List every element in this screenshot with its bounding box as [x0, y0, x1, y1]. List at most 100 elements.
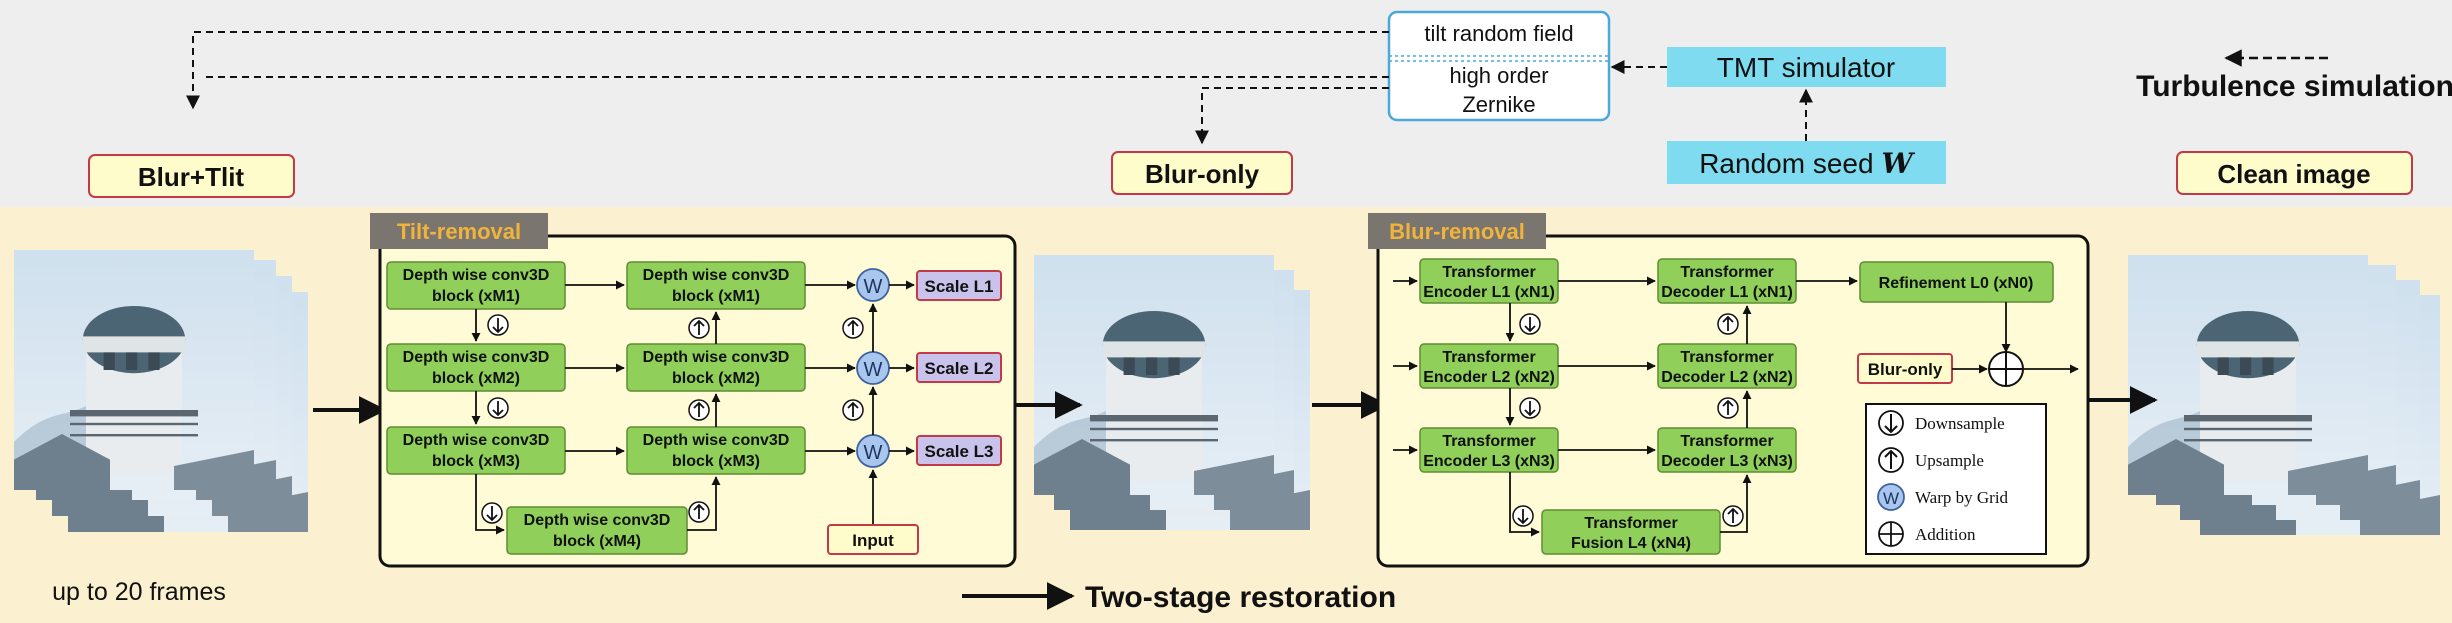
svg-text:W: W — [864, 359, 883, 381]
tmt-simulator-box — [1667, 47, 1946, 87]
upsample-icon — [1722, 505, 1744, 527]
warp-icon: W — [856, 434, 890, 468]
svg-text:Depth wise conv3D: Depth wise conv3D — [403, 267, 550, 284]
tilt-removal-title: Tilt-removal — [397, 219, 521, 244]
svg-text:block (xM2): block (xM2) — [672, 370, 760, 387]
svg-text:Blur-only: Blur-only — [1868, 360, 1943, 379]
addition-icon — [1988, 351, 2024, 387]
tilt-dec-block-1: Depth wise conv3D block (xM1) — [626, 261, 806, 310]
legend-warp: W Warp by Grid — [1877, 483, 2009, 511]
svg-text:Depth wise conv3D: Depth wise conv3D — [403, 349, 550, 366]
clean-image-tag — [2176, 151, 2413, 195]
svg-text:Transformer: Transformer — [1680, 433, 1773, 450]
svg-text:Scale L2: Scale L2 — [925, 359, 994, 378]
tilt-bottleneck-block: Depth wise conv3D block (xM4) — [506, 506, 688, 555]
svg-text:Depth wise conv3D: Depth wise conv3D — [643, 432, 790, 449]
upsample-icon — [1717, 313, 1739, 335]
random-seed-box — [1667, 141, 1946, 184]
svg-text:Refinement L0 (xN0): Refinement L0 (xN0) — [1879, 275, 2034, 292]
clean-image-text: Clean image — [2217, 159, 2370, 189]
svg-text:Encoder L3 (xN3): Encoder L3 (xN3) — [1423, 453, 1555, 470]
svg-text:W: W — [1883, 489, 1899, 508]
tilt-removal-title-bg — [370, 213, 548, 249]
blur-tilt-tag — [88, 154, 295, 198]
scale-l2-box: Scale L2 — [916, 352, 1002, 383]
svg-text:Depth wise conv3D: Depth wise conv3D — [524, 512, 671, 529]
tilt-field-to-blur-tilt-arrow — [186, 31, 1389, 110]
svg-text:W: W — [864, 442, 883, 464]
random-seed-label: Random seed W — [1699, 147, 1915, 180]
frames-label: up to 20 frames — [52, 578, 226, 606]
tilt-dec-block-3: Depth wise conv3D block (xM3) — [626, 426, 806, 475]
blur-only-text: Blur-only — [1145, 159, 1260, 189]
svg-text:Depth wise conv3D: Depth wise conv3D — [403, 432, 550, 449]
svg-text:block (xM1): block (xM1) — [432, 288, 520, 305]
svg-text:Warp by Grid: Warp by Grid — [1915, 488, 2009, 507]
svg-text:Transformer: Transformer — [1442, 264, 1535, 281]
tilt-field-label: tilt random field — [1424, 21, 1573, 46]
downsample-icon — [481, 502, 503, 524]
svg-text:Transformer: Transformer — [1584, 515, 1677, 532]
input-frames-stack — [14, 250, 308, 532]
svg-text:Scale L3: Scale L3 — [925, 442, 994, 461]
tilt-enc-block-3: Depth wise conv3D block (xM3) — [386, 426, 566, 475]
svg-text:block (xM3): block (xM3) — [672, 453, 760, 470]
svg-text:Addition: Addition — [1915, 525, 1976, 544]
high-order-to-blur-only-arrow — [1195, 87, 1389, 145]
svg-text:Transformer: Transformer — [1442, 349, 1535, 366]
warp-icon: W — [1877, 483, 1905, 511]
svg-text:Encoder L2 (xN2): Encoder L2 (xN2) — [1423, 369, 1555, 386]
svg-text:Depth wise conv3D: Depth wise conv3D — [643, 267, 790, 284]
svg-text:block (xM2): block (xM2) — [432, 370, 520, 387]
downsample-icon — [1878, 410, 1904, 436]
legend-addition: Addition — [1878, 521, 1976, 547]
upsample-icon — [688, 501, 710, 523]
tilt-field-box — [1387, 10, 1611, 122]
svg-text:Fusion L4 (xN4): Fusion L4 (xN4) — [1571, 535, 1691, 552]
upsample-icon — [842, 317, 864, 339]
tilt-enc-block-1: Depth wise conv3D block (xM1) — [386, 261, 566, 310]
scale-l3-box: Scale L3 — [916, 435, 1002, 466]
svg-text:Encoder L1 (xN1): Encoder L1 (xN1) — [1423, 284, 1555, 301]
svg-text:block (xM1): block (xM1) — [672, 288, 760, 305]
downsample-icon — [487, 314, 509, 336]
downsample-icon — [487, 397, 509, 419]
blur-only-input-box: Blur-only — [1857, 353, 1953, 384]
sim-legend-label: Turbulence simulation — [2136, 70, 2452, 103]
svg-text:Decoder L2 (xN2): Decoder L2 (xN2) — [1661, 369, 1793, 386]
blur-removal-title-bg — [1368, 213, 1546, 249]
two-stage-label: Two-stage restoration — [1085, 581, 1396, 614]
blur-removal-title: Blur-removal — [1389, 219, 1525, 244]
tilt-input-box: Input — [827, 524, 919, 555]
svg-text:Decoder L3 (xN3): Decoder L3 (xN3) — [1661, 453, 1793, 470]
tilt-enc-block-2: Depth wise conv3D block (xM2) — [386, 343, 566, 392]
scale-l1-box: Scale L1 — [916, 270, 1002, 301]
svg-text:Depth wise conv3D: Depth wise conv3D — [643, 349, 790, 366]
svg-text:Downsample: Downsample — [1915, 414, 2005, 433]
warp-icon: W — [856, 351, 890, 385]
svg-text:W: W — [864, 276, 883, 298]
svg-text:Transformer: Transformer — [1442, 433, 1535, 450]
legend-upsample: Upsample — [1878, 447, 1984, 473]
legend-downsample: Downsample — [1878, 410, 2005, 436]
svg-text:Decoder L1 (xN1): Decoder L1 (xN1) — [1661, 284, 1793, 301]
blur-refinement-l0: Refinement L0 (xN0) — [1859, 261, 2054, 303]
svg-text:Scale L1: Scale L1 — [925, 277, 994, 296]
warp-icon: W — [856, 268, 890, 302]
zernike-label: Zernike — [1462, 92, 1535, 117]
intermediate-frames-stack — [1034, 255, 1310, 530]
upsample-icon — [1878, 447, 1904, 473]
blur-tilt-text: Blur+Tlit — [138, 162, 245, 192]
downsample-icon — [1519, 313, 1541, 335]
upsample-icon — [688, 317, 710, 339]
addition-icon — [1878, 521, 1904, 547]
